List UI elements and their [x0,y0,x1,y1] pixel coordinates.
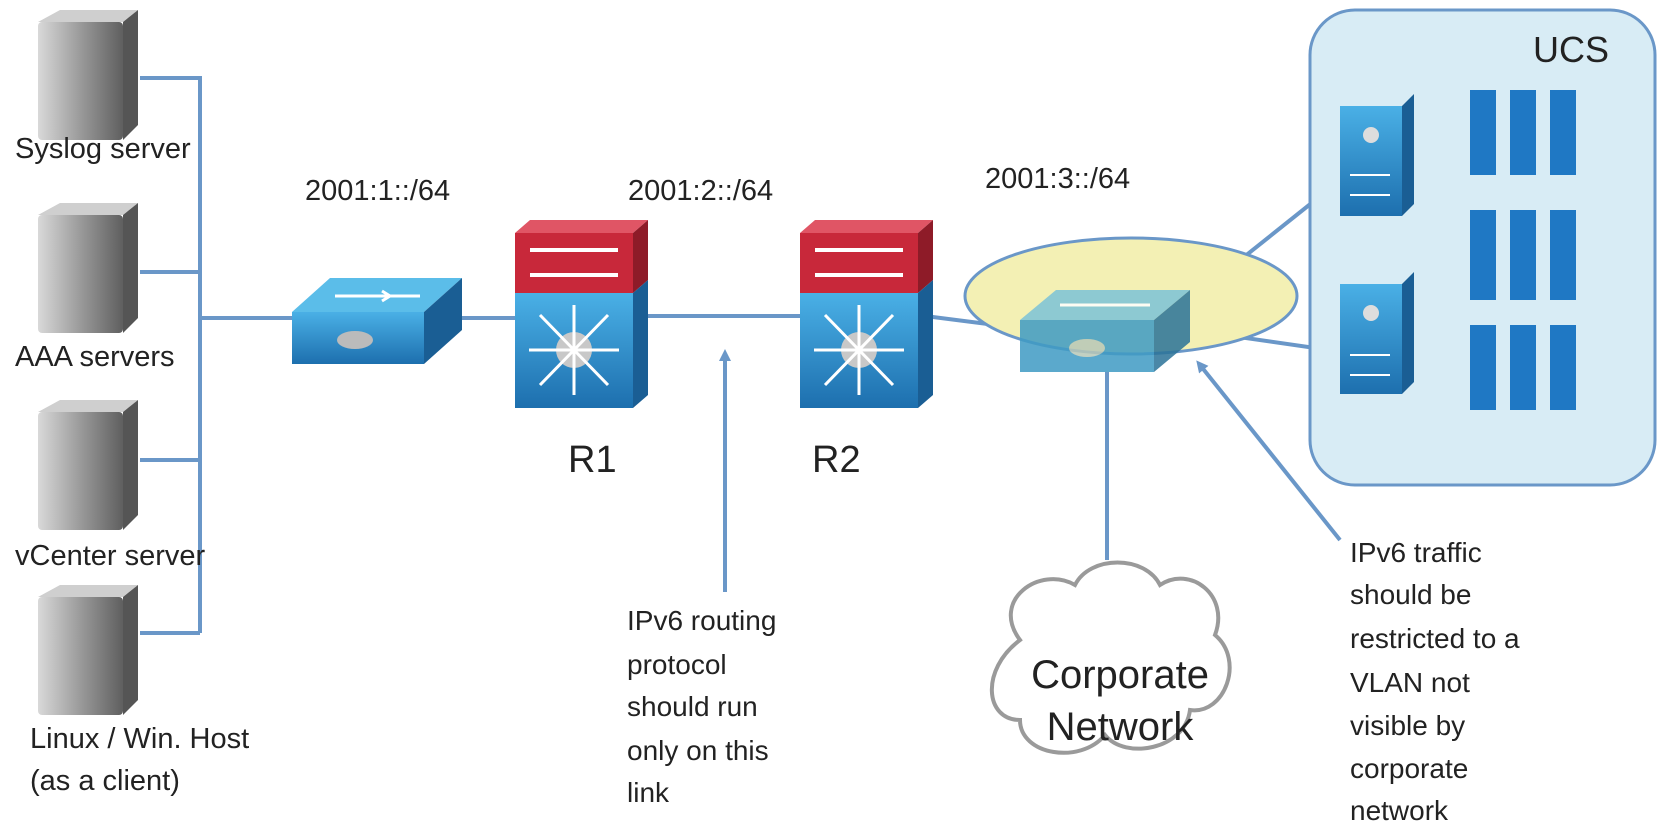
server-label: Syslog server [15,133,191,165]
router-r2-icon [800,220,933,408]
fabric-interconnect-2-icon [1340,272,1414,394]
note-routing: IPv6 routing protocol should run only on… [627,605,776,808]
svg-text:IPv6 traffic: IPv6 traffic [1350,537,1482,568]
svg-text:network: network [1350,795,1449,826]
note-vlan: IPv6 traffic should be restricted to a V… [1350,537,1520,826]
svg-text:link: link [627,777,670,808]
cloud-icon: Corporate Network [989,560,1232,755]
server-host: Linux / Win. Host (as a client) [30,585,249,797]
blade-servers [1470,90,1576,410]
svg-text:should run: should run [627,691,758,722]
server-bus [140,76,202,635]
fabric-interconnect-1-icon [1340,94,1414,216]
server-vcenter: vCenter server [15,400,206,572]
router-label-r2: R2 [812,439,861,481]
switch-icon [1020,290,1190,372]
server-label: (as a client) [30,765,180,797]
router-r1-icon [515,220,648,408]
cloud-label: Corporate [1031,653,1209,697]
ucs-title: UCS [1533,29,1609,70]
server-label: Linux / Win. Host [30,723,249,755]
svg-text:only on this: only on this [627,735,769,766]
svg-text:IPv6 routing: IPv6 routing [627,605,776,636]
svg-text:restricted to a: restricted to a [1350,623,1520,654]
server-label: vCenter server [15,540,206,572]
switch-icon [292,278,462,364]
subnet-label-1: 2001:1::/64 [305,175,450,207]
svg-text:visible by: visible by [1350,710,1465,741]
ucs-box: UCS [1308,8,1657,487]
cloud-label: Network [1047,705,1195,749]
server-label: AAA servers [15,341,175,373]
svg-text:protocol: protocol [627,649,727,680]
router-label-r1: R1 [568,439,617,481]
subnet-label-3: 2001:3::/64 [985,163,1130,195]
server-syslog: Syslog server [15,10,191,165]
arrow-vlan [1196,360,1342,542]
svg-text:VLAN not: VLAN not [1350,667,1470,698]
svg-text:corporate: corporate [1350,753,1468,784]
subnet-label-2: 2001:2::/64 [628,175,773,207]
server-aaa: AAA servers [15,203,175,373]
svg-text:should be: should be [1350,579,1471,610]
